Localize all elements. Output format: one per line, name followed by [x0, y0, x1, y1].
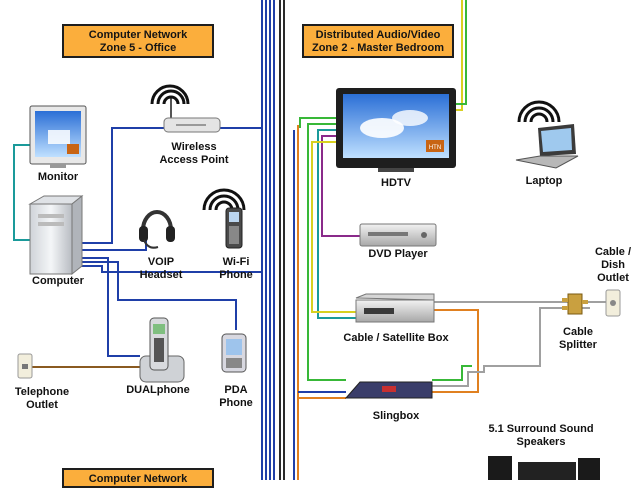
pda-line1: PDA	[224, 384, 248, 396]
office-wiring	[13, 127, 262, 368]
dish-outlet-label: Cable / Dish Outlet	[580, 246, 640, 285]
pda-label: PDA Phone	[204, 384, 268, 410]
dish-outlet-line3: Outlet	[597, 272, 629, 284]
dish-outlet-icon	[605, 289, 621, 317]
voip-label: VOIP Headset	[126, 256, 196, 282]
wifi-phone-icon	[202, 188, 246, 249]
zone-bedroom-line2: Zone 2 - Master Bedroom	[311, 42, 445, 54]
wireless-ap-label: Wireless Access Point	[146, 141, 242, 167]
hdtv-icon: HTN	[336, 88, 456, 172]
computer-icon	[28, 194, 84, 276]
slingbox-label: Slingbox	[372, 410, 420, 422]
zone-bottom-header: Computer Network	[62, 468, 214, 488]
dvd-label: DVD Player	[368, 248, 428, 260]
splitter-line2: Splitter	[559, 339, 597, 351]
slingbox-icon	[344, 381, 433, 399]
cable-splitter-icon	[562, 293, 588, 315]
cable-box-icon	[355, 293, 435, 323]
monitor-icon	[29, 105, 87, 168]
laptop-icon	[515, 100, 579, 169]
telephone-outlet-line1: Telephone	[14, 386, 70, 398]
dish-outlet-line1: Cable /	[594, 246, 632, 258]
dualphone-icon	[139, 317, 185, 383]
pda-phone-icon	[221, 333, 247, 373]
zone-bedroom-line1: Distributed Audio/Video	[315, 29, 441, 41]
telephone-outlet-label: Telephone Outlet	[2, 386, 82, 412]
monitor-label: Monitor	[37, 171, 79, 183]
wifi-phone-label: Wi-Fi Phone	[204, 256, 268, 282]
splitter-line1: Cable	[563, 326, 593, 338]
voip-line1: VOIP	[147, 256, 175, 268]
speakers-line1: 5.1 Surround Sound	[488, 423, 594, 435]
wifi-phone-line1: Wi-Fi	[222, 256, 250, 268]
telephone-outlet-icon	[17, 353, 33, 379]
cable-box-label: Cable / Satellite Box	[343, 332, 449, 344]
trunk-cables	[261, 0, 299, 480]
speakers-line2: Speakers	[516, 436, 566, 448]
splitter-label: Cable Splitter	[542, 326, 614, 352]
speakers-icon	[488, 456, 600, 480]
wifi-phone-line2: Phone	[219, 269, 253, 281]
zone-office-header: Computer Network Zone 5 - Office	[62, 24, 214, 58]
telephone-outlet-line2: Outlet	[26, 399, 58, 411]
wireless-ap-line1: Wireless	[171, 141, 217, 153]
zone-bedroom-header: Distributed Audio/Video Zone 2 - Master …	[302, 24, 454, 58]
wireless-ap-line2: Access Point	[159, 154, 229, 166]
wireless-access-point-icon	[150, 84, 221, 133]
dish-outlet-line2: Dish	[601, 259, 625, 271]
zone-office-line2: Zone 5 - Office	[99, 42, 177, 54]
pda-line2: Phone	[219, 397, 253, 409]
dvd-player-icon	[359, 223, 437, 247]
bedroom-wiring	[298, 0, 606, 399]
computer-label: Computer	[32, 275, 84, 287]
hdtv-label: HDTV	[381, 177, 411, 189]
speakers-label: 5.1 Surround Sound Speakers	[478, 423, 604, 449]
tv-badge-text: HTN	[429, 145, 441, 151]
dualphone-label: DUALphone	[126, 384, 190, 396]
laptop-label: Laptop	[525, 175, 563, 187]
voip-headset-icon	[139, 210, 175, 249]
voip-line2: Headset	[139, 269, 183, 281]
zone-office-line1: Computer Network	[88, 29, 188, 41]
